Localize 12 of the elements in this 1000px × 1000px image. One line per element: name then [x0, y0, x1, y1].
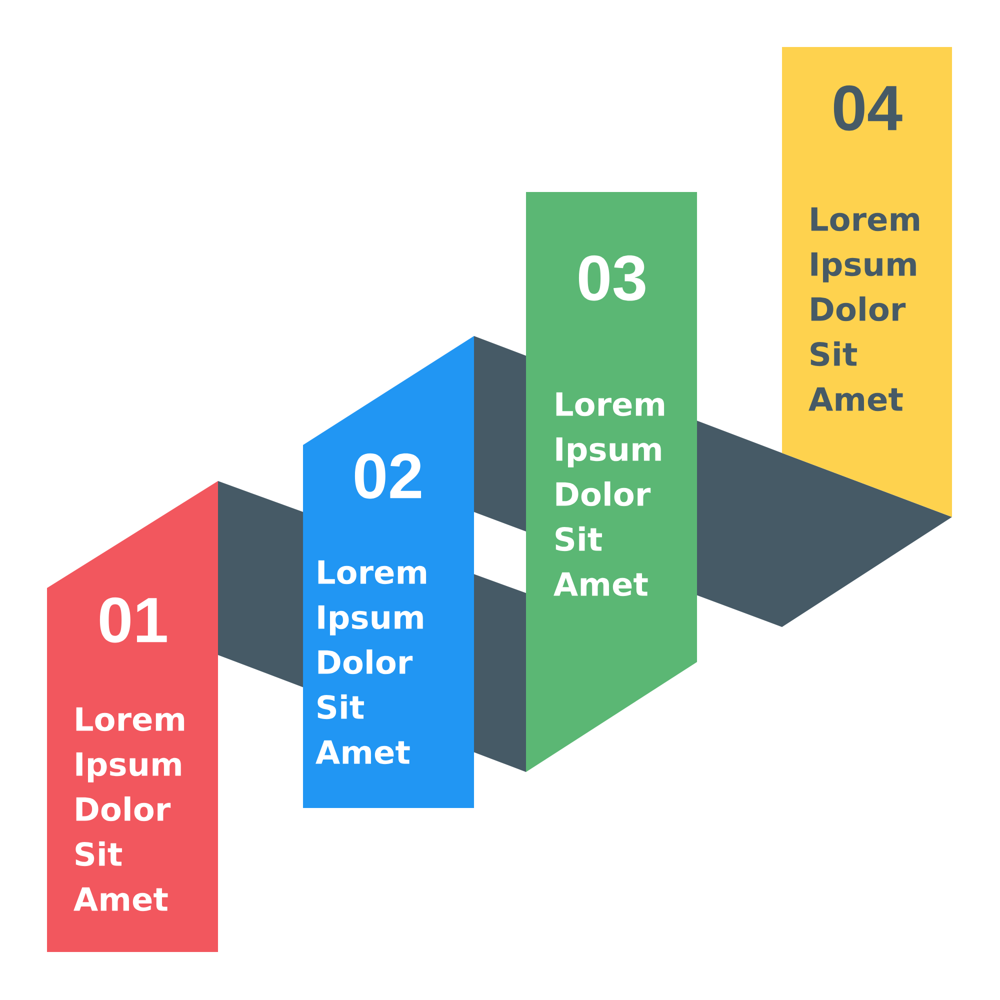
step-text: Lorem Ipsum Dolor Sit Amet: [74, 707, 184, 912]
step-number: 01: [100, 597, 167, 643]
step-number: 04: [834, 85, 902, 131]
step-number: 02: [354, 453, 422, 499]
step-number: 03: [578, 255, 646, 301]
step-text: Lorem Ipsum Dolor Sit Amet: [554, 392, 664, 596]
step-text: Lorem Ipsum Dolor Sit Amet: [316, 560, 426, 764]
ribbon-panel: [782, 47, 952, 517]
ribbon-panel: [47, 481, 218, 952]
step-text: Lorem Ipsum Dolor Sit Amet: [808, 207, 920, 412]
ribbon-panel: [303, 336, 474, 808]
ribbon-panel: [526, 192, 698, 772]
